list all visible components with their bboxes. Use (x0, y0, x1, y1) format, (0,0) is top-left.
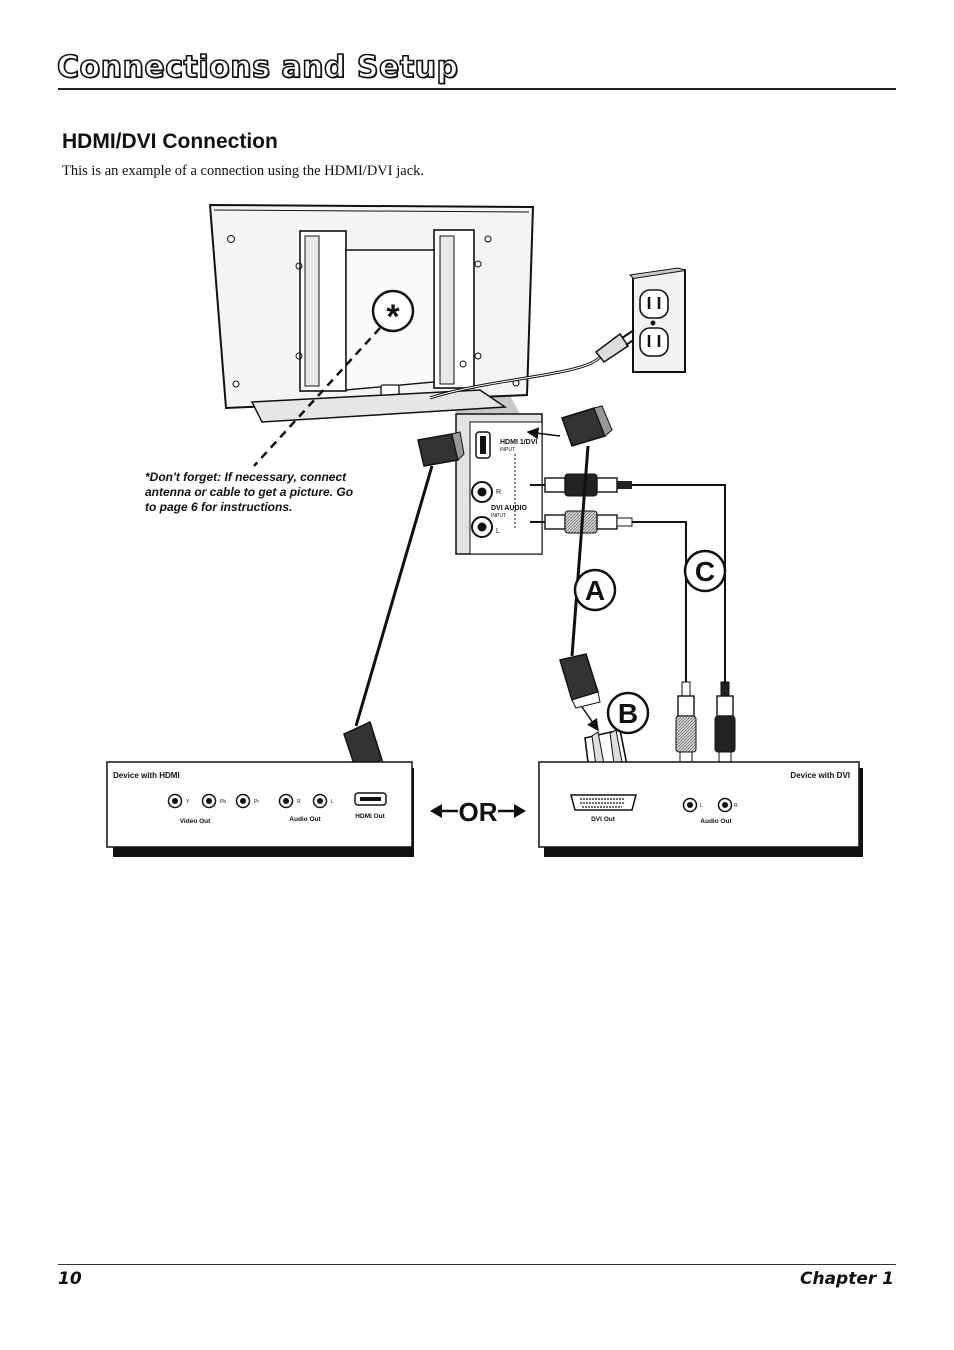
svg-text:B: B (618, 698, 638, 729)
audio-cable-red (632, 484, 726, 682)
or-label: OR (459, 797, 498, 827)
star-callout (371, 289, 415, 333)
svg-text:R: R (734, 803, 738, 809)
svg-text:DVI Out: DVI Out (591, 816, 616, 823)
hdmi-cable-device (354, 465, 434, 727)
device-with-dvi: Device with DVI L R DVI Out Audio Out (538, 761, 863, 857)
hdmi-input-sub: INPUT (500, 447, 515, 453)
svg-text:R: R (297, 799, 301, 805)
svg-text:Audio Out: Audio Out (700, 818, 732, 825)
device-hdmi-title: Device with HDMI (113, 771, 180, 780)
audio-l-label: L (496, 528, 500, 535)
device-with-hdmi: Device with HDMI Y Pb Pr R L Video Out A… (106, 761, 414, 857)
page-title: Connections and Setup (56, 49, 459, 86)
tv-jack-panel: HDMI 1/DVI INPUT R DVI AUDIO INPUT L (455, 413, 543, 555)
svg-text:A: A (585, 575, 605, 606)
rca-plug-white-device-icon (675, 681, 697, 776)
chapter-label: Chapter 1 (799, 1269, 894, 1289)
callout-a: A (573, 568, 617, 612)
svg-text:HDMI Out: HDMI Out (355, 813, 385, 820)
page-number: 10 (58, 1269, 82, 1289)
hdmi-input-label: HDMI 1/DVI (500, 439, 537, 446)
tv-back-icon (208, 203, 535, 423)
dvi-audio-sub: INPUT (491, 513, 506, 519)
audio-r-label: R (496, 489, 501, 496)
hdmi-plug-a-icon (561, 405, 613, 447)
hdmi-plug-icon (417, 431, 465, 467)
rca-plug-red-icon (530, 473, 632, 497)
footer-rule (58, 1264, 896, 1265)
section-heading: HDMI/DVI Connection (62, 130, 278, 153)
callout-c: C (683, 549, 727, 593)
svg-text:L: L (700, 803, 703, 809)
svg-text:Audio Out: Audio Out (289, 816, 321, 823)
intro-text: This is an example of a connection using… (62, 163, 425, 179)
title-rule (58, 88, 896, 90)
svg-text:Pr: Pr (254, 799, 259, 805)
dvi-audio-label: DVI AUDIO (491, 505, 527, 512)
hdmi-plug-b-icon (559, 653, 601, 709)
callout-b: B (606, 691, 650, 735)
svg-text:Y: Y (186, 799, 190, 805)
svg-text:L: L (331, 799, 334, 805)
svg-text:C: C (695, 556, 715, 587)
svg-text:Video Out: Video Out (180, 818, 211, 825)
audio-cable-white (632, 521, 687, 682)
wall-outlet-icon (628, 267, 686, 373)
star-marker: * (386, 298, 400, 336)
power-plug-icon (594, 329, 639, 364)
or-indicator: OR (430, 797, 526, 827)
svg-text:Pb: Pb (220, 799, 226, 805)
hdmi-cable-a (570, 445, 590, 657)
note-dashed-line (253, 327, 381, 467)
device-dvi-title: Device with DVI (790, 771, 850, 780)
antenna-note: *Don't forget: If necessary, connect ant… (145, 470, 356, 514)
rca-plug-red-device-icon (714, 681, 736, 776)
